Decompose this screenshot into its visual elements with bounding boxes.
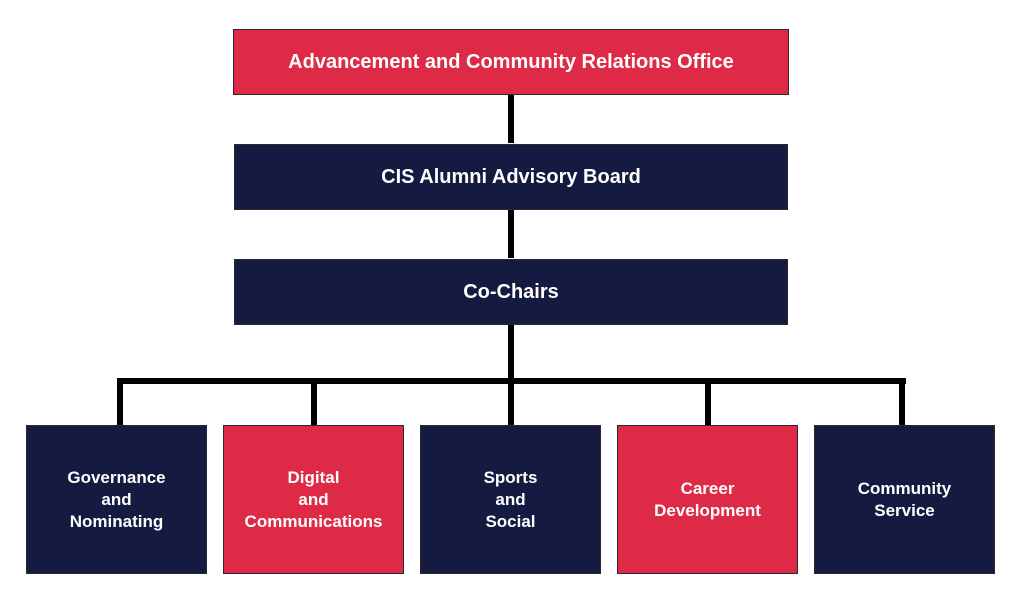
- committee-community-box: Community Service: [814, 425, 995, 574]
- connector-cochairs-bus: [508, 325, 514, 381]
- connector-drop-governance: [117, 378, 123, 425]
- committee-career-box: Career Development: [617, 425, 798, 574]
- connector-office-board: [508, 95, 514, 143]
- co-chairs-label: Co-Chairs: [463, 280, 559, 303]
- connector-drop-career: [705, 378, 711, 425]
- co-chairs-box: Co-Chairs: [234, 259, 788, 325]
- committee-digital-label: Digital and Communications: [244, 467, 383, 531]
- committee-community-label: Community Service: [857, 478, 952, 520]
- committee-governance-box: Governance and Nominating: [26, 425, 207, 574]
- committee-career-label: Career Development: [654, 478, 761, 520]
- office-box: Advancement and Community Relations Offi…: [233, 29, 789, 95]
- connector-board-cochairs: [508, 210, 514, 258]
- committee-digital-box: Digital and Communications: [223, 425, 404, 574]
- office-label: Advancement and Community Relations Offi…: [288, 50, 734, 73]
- committee-governance-label: Governance and Nominating: [67, 467, 166, 531]
- advisory-board-box: CIS Alumni Advisory Board: [234, 144, 788, 210]
- committee-sports-label: Sports and Social: [483, 467, 538, 531]
- advisory-board-label: CIS Alumni Advisory Board: [381, 165, 641, 188]
- connector-drop-sports: [508, 378, 514, 425]
- connector-drop-digital: [311, 378, 317, 425]
- connector-drop-community: [899, 378, 905, 425]
- committee-sports-box: Sports and Social: [420, 425, 601, 574]
